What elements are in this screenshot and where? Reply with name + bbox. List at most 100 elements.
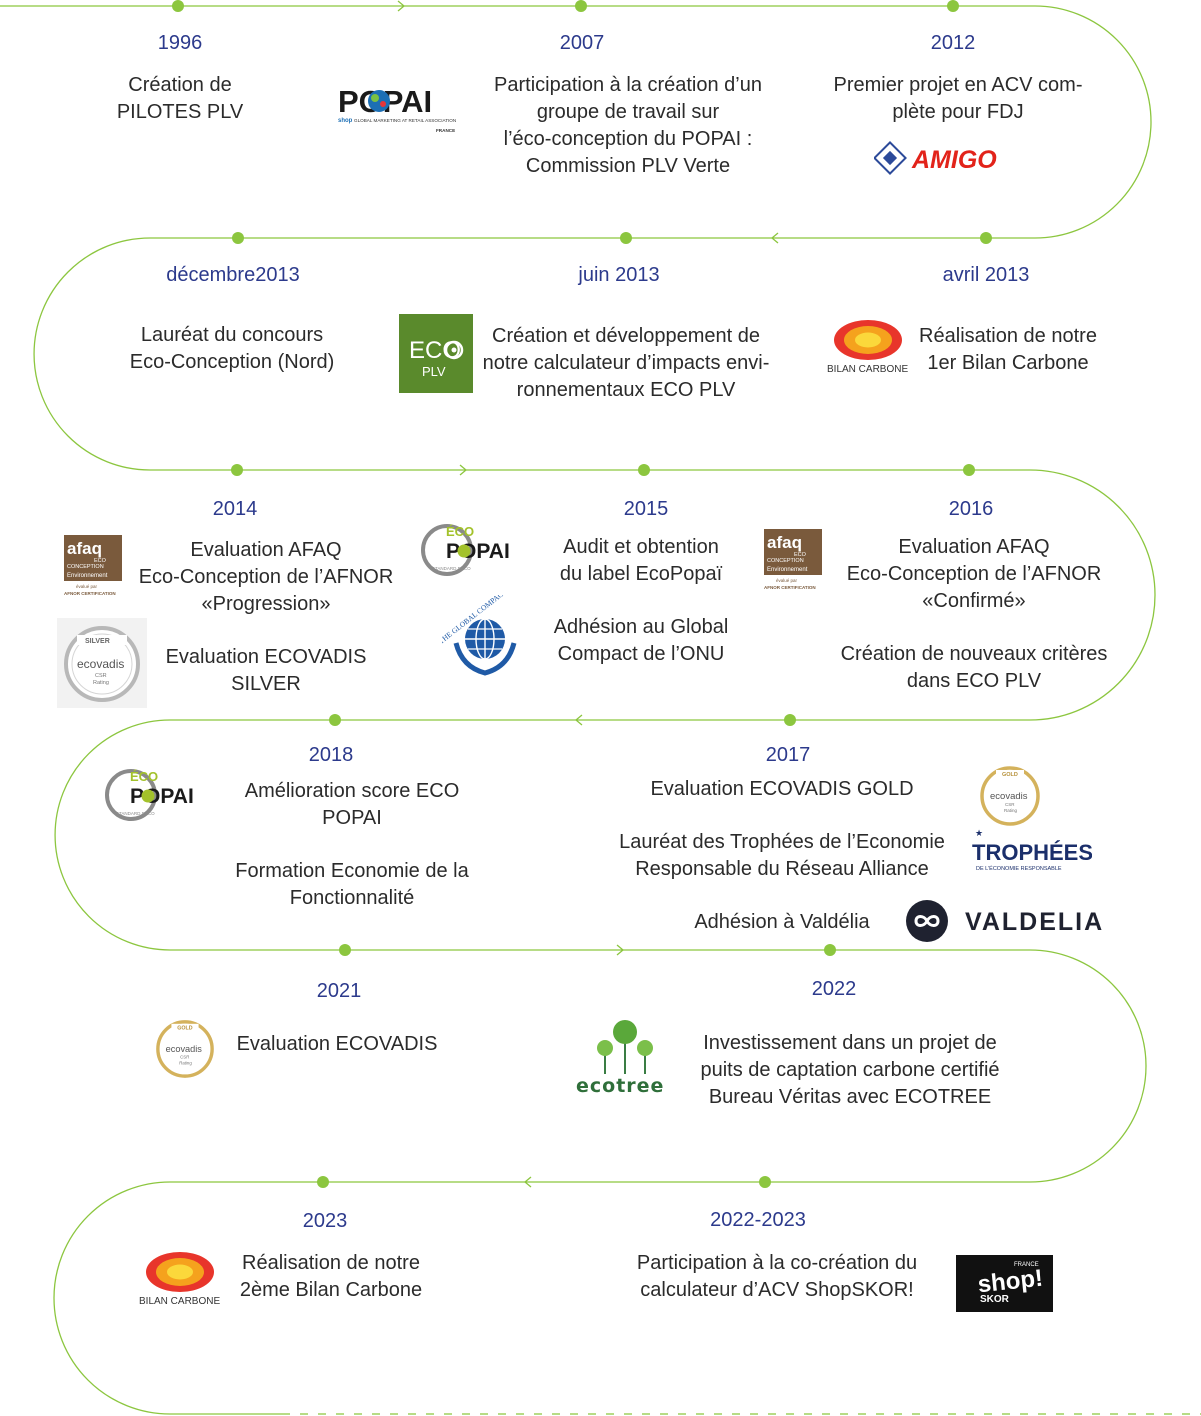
svg-text:ÉCO: ÉCO <box>446 524 474 539</box>
svg-text:POPAI: POPAI <box>130 785 194 808</box>
timeline-dot <box>947 0 959 12</box>
milestone-year-apr2013: avril 2013 <box>942 264 1030 286</box>
shopskor-logo: FRANCE shop! SKOR <box>956 1255 1053 1312</box>
timeline-arrow <box>770 232 779 244</box>
timeline-dot <box>963 464 975 476</box>
timeline-dot <box>759 1176 771 1188</box>
afaq-logo: afaq ECO CONCEPTION Environnement évalué… <box>60 533 126 599</box>
milestone-year-2016: 2016 <box>948 498 994 520</box>
timeline-arrow <box>459 464 468 476</box>
svg-text:Rating: Rating <box>93 680 109 686</box>
timeline-dot <box>339 944 351 956</box>
svg-text:Environnement: Environnement <box>767 567 808 573</box>
svg-text:ECO: ECO <box>794 552 807 558</box>
svg-text:GOLD: GOLD <box>1002 772 1018 778</box>
svg-text:ecovadis: ecovadis <box>990 791 1028 802</box>
ecotree-logo: ecotree <box>572 1016 676 1098</box>
eco-popai-logo: STANDARD DÉCO ÉCO POPAI <box>420 520 536 578</box>
timeline-arrow <box>574 714 583 726</box>
trophees-logo: ★ TROPHÉES DE L’ÉCONOMIE RESPONSABLE <box>968 828 1093 874</box>
timeline-dot <box>231 464 243 476</box>
svg-text:★: ★ <box>975 828 983 838</box>
valdelia-logo: VALDELIA <box>905 899 1105 943</box>
svg-text:GOLD: GOLD <box>177 1026 193 1032</box>
milestone-year-1996: 1996 <box>157 32 203 54</box>
global-compact-logo: THE GLOBAL COMPACT <box>437 587 528 677</box>
milestone-year-2017: 2017 <box>765 744 811 766</box>
svg-text:afaq: afaq <box>767 533 802 552</box>
timeline-arrow <box>397 0 406 12</box>
milestone-year-2007: 2007 <box>559 32 605 54</box>
timeline-dot <box>784 714 796 726</box>
svg-text:CSR: CSR <box>95 673 107 679</box>
timeline-dot <box>575 0 587 12</box>
svg-text:CONCEPTION: CONCEPTION <box>767 558 804 564</box>
milestone-year-2015: 2015 <box>623 498 669 520</box>
ecovadis-gold-logo-2021: GOLD ecovadis CSR Rating <box>154 1018 216 1080</box>
milestone-text-2017-valdelia: Adhésion à Valdélia <box>694 911 870 933</box>
svg-text:afaq: afaq <box>67 539 102 558</box>
svg-text:FRANCE: FRANCE <box>436 128 455 133</box>
milestone-year-2012: 2012 <box>930 32 976 54</box>
popai-logo: POPAI shop GLOBAL MARKETING AT RETAIL AS… <box>336 82 462 138</box>
amigo-wordmark: AMIGO <box>911 146 997 174</box>
milestone-text-2017-gold: Evaluation ECOVADIS GOLD <box>650 778 914 800</box>
timeline-dot <box>172 0 184 12</box>
ecovadis-gold-logo: GOLD ecovadis CSR Rating <box>978 764 1042 828</box>
svg-text:AFNOR CERTIFICATION: AFNOR CERTIFICATION <box>764 585 816 590</box>
eco-popai-logo-2018: STANDARD DÉCO ÉCO POPAI <box>104 765 220 823</box>
svg-text:ecovadis: ecovadis <box>166 1044 203 1054</box>
svg-text:ÉCO: ÉCO <box>130 769 158 784</box>
svg-text:GLOBAL MARKETING AT RETAIL ASS: GLOBAL MARKETING AT RETAIL ASSOCIATION <box>354 118 456 123</box>
svg-text:ecovadis: ecovadis <box>77 657 124 671</box>
milestone-year-2022-2023: 2022-2023 <box>710 1209 806 1231</box>
svg-text:STANDARD DÉCO: STANDARD DÉCO <box>432 565 471 571</box>
milestone-year-jun2013: juin 2013 <box>578 264 660 286</box>
svg-text:PLV: PLV <box>422 364 446 379</box>
eco-plv-logo: ECO PLV <box>399 314 473 393</box>
milestone-text-2021: Evaluation ECOVADIS <box>236 1033 438 1055</box>
timeline-dot <box>317 1176 329 1188</box>
svg-text:SILVER: SILVER <box>85 638 110 645</box>
svg-text:POPAI: POPAI <box>446 540 510 563</box>
svg-text:CONCEPTION: CONCEPTION <box>67 564 104 570</box>
svg-text:évalué par: évalué par <box>76 584 98 589</box>
svg-text:BILAN CARBONE: BILAN CARBONE <box>827 364 908 375</box>
svg-text:STANDARD DÉCO: STANDARD DÉCO <box>116 810 155 816</box>
svg-text:ECO: ECO <box>94 558 107 564</box>
svg-text:évalué par: évalué par <box>776 578 798 583</box>
afaq-logo-2016: afaq ECO CONCEPTION Environnement évalué… <box>760 527 826 593</box>
milestone-year-2022: 2022 <box>811 978 857 1000</box>
ecovadis-silver-logo: SILVER ecovadis CSR Rating <box>57 618 147 708</box>
svg-text:TROPHÉES: TROPHÉES <box>972 840 1092 865</box>
svg-text:Rating: Rating <box>179 1061 192 1066</box>
timeline-arrow <box>523 1176 532 1188</box>
timeline-dot <box>620 232 632 244</box>
timeline-dot <box>980 232 992 244</box>
milestone-year-2023: 2023 <box>302 1210 348 1232</box>
milestone-year-2014: 2014 <box>212 498 258 520</box>
milestone-text-2012: Premier projet en ACV com-plète pour FDJ <box>833 74 1083 123</box>
milestone-year-dec2013: décembre2013 <box>166 264 300 286</box>
bilan-carbone-logo: BILAN CARBONE <box>824 318 914 378</box>
timeline-dot <box>824 944 836 956</box>
svg-text:SKOR: SKOR <box>980 1294 1010 1305</box>
amigo-logo: AMIGO <box>873 140 1026 176</box>
milestone-year-2018: 2018 <box>308 744 354 766</box>
timeline-dot <box>329 714 341 726</box>
svg-text:CSR: CSR <box>1005 802 1015 807</box>
